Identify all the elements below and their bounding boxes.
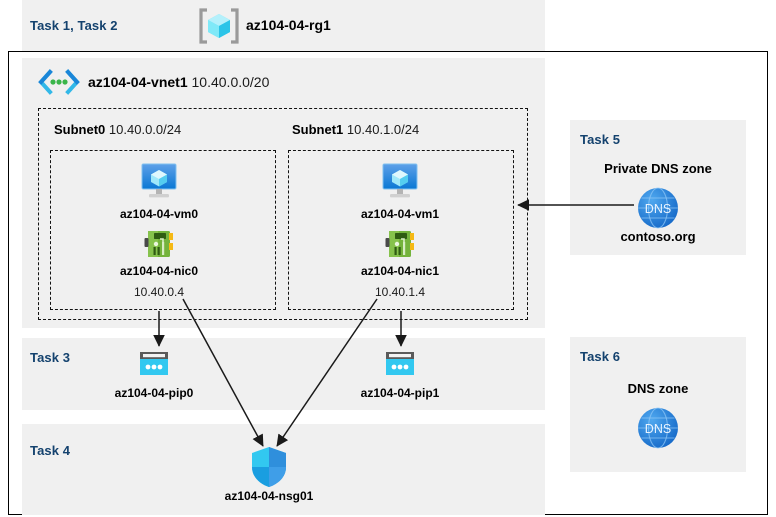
subnet0-cidr: 10.40.0.0/24 xyxy=(108,122,182,137)
network-interface-icon xyxy=(384,228,416,260)
subnet1-cidr: 10.40.1.0/24 xyxy=(346,122,420,137)
task6-panel xyxy=(570,337,746,472)
subnet1-name: Subnet1 xyxy=(292,122,344,137)
virtual-network-icon xyxy=(38,68,80,96)
pip0-label: az104-04-pip0 xyxy=(114,386,194,400)
network-interface-icon xyxy=(143,228,175,260)
vnet-panel xyxy=(22,58,545,328)
subnet1-header: Subnet1 10.40.1.0/24 xyxy=(292,122,419,137)
private-dns-zone-title: Private DNS zone xyxy=(604,161,712,176)
resource-group-header-panel xyxy=(22,0,545,51)
task-4-label: Task 4 xyxy=(30,443,71,458)
virtual-machine-icon xyxy=(137,161,181,201)
task-1-2-label: Task 1, Task 2 xyxy=(30,18,118,33)
nic1-label: az104-04-nic1 xyxy=(360,264,440,278)
public-ip-address-icon xyxy=(137,350,171,380)
vnet-cidr: 10.40.0.0/20 xyxy=(191,74,270,90)
private-dns-zone-name: contoso.org xyxy=(620,229,696,244)
nsg-label: az104-04-nsg01 xyxy=(224,489,314,503)
network-security-group-shield-icon xyxy=(249,445,289,489)
vnet-header: az104-04-vnet1 10.40.0.0/20 xyxy=(88,74,269,90)
public-ip-address-icon xyxy=(383,350,417,380)
task-6-label: Task 6 xyxy=(580,349,621,364)
subnet0-header: Subnet0 10.40.0.0/24 xyxy=(54,122,181,137)
dns-globe-icon: DNS xyxy=(634,404,682,452)
nic0-label: az104-04-nic0 xyxy=(119,264,199,278)
subnet0-name: Subnet0 xyxy=(54,122,106,137)
pip1-label: az104-04-pip1 xyxy=(360,386,440,400)
task-3-label: Task 3 xyxy=(30,350,71,365)
vm0-label: az104-04-vm0 xyxy=(119,207,199,221)
vm1-label: az104-04-vm1 xyxy=(360,207,440,221)
subnet1-dashed-boundary xyxy=(288,150,514,310)
dns-icon-text: DNS xyxy=(645,422,671,436)
dns-zone-title: DNS zone xyxy=(627,381,689,396)
dns-icon-text: DNS xyxy=(645,202,671,216)
virtual-machine-icon xyxy=(378,161,422,201)
resource-group-cube-icon xyxy=(198,8,240,44)
nic0-ip: 10.40.0.4 xyxy=(133,285,185,299)
subnet0-dashed-boundary xyxy=(50,150,276,310)
resource-group-name: az104-04-rg1 xyxy=(246,17,331,33)
nic1-ip: 10.40.1.4 xyxy=(374,285,426,299)
dns-globe-icon: DNS xyxy=(634,184,682,232)
task-5-label: Task 5 xyxy=(580,132,621,147)
vnet-name: az104-04-vnet1 xyxy=(88,74,188,90)
